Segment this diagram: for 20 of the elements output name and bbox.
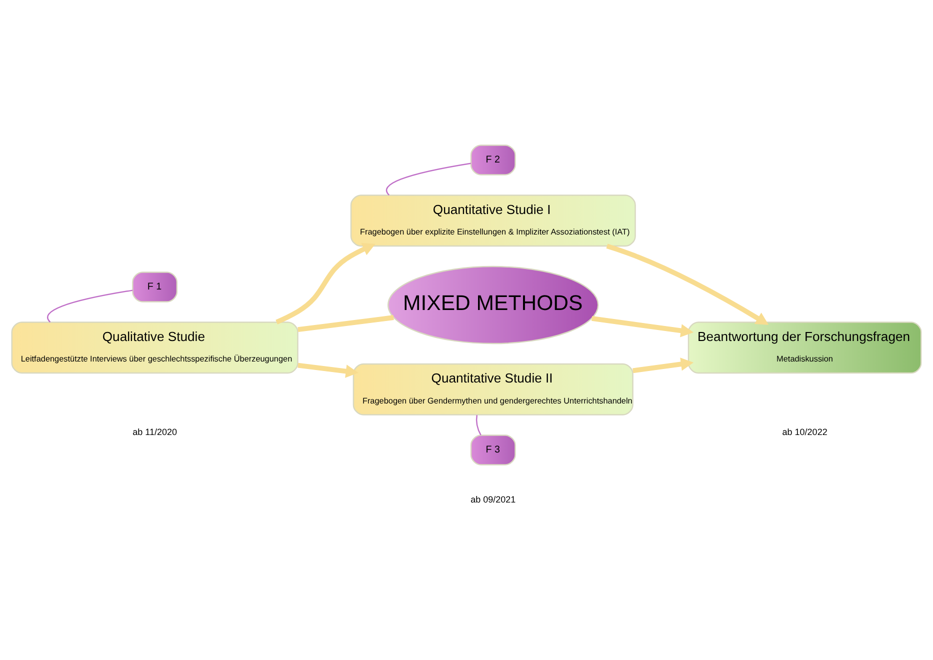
arrow [592,316,694,338]
node-box: F 1 [132,272,178,302]
arrow [632,358,694,374]
node-ellipse: MIXED METHODS [387,266,599,344]
arrow [606,244,769,325]
label: ab 11/2020 [132,427,177,438]
node-box: Beantwortung der Forschungsfragen Metadiskussion [688,322,922,374]
node-box: Qualitative Studie Leitfadengestützte Interviews über geschlechtsspezifische Überzeugungen [11,322,298,374]
connector [476,415,482,436]
label: ab 09/2021 [470,494,516,504]
arrow [276,243,376,324]
label: ab 10/2022 [782,427,828,438]
node-box: F 3 [470,434,516,466]
node-box: Quantitative Studie II Fragebogen über Gendermythen und gendergerechtes Unterrichtshandeln [352,363,634,416]
connector [386,162,471,196]
arrow [298,362,358,378]
node-box: Quantitative Studie I Fragebogen über explizite Einstellungen & Impliziter Assoziationstest (IAT) [350,194,636,247]
node-box: F 2 [470,144,516,176]
connector [47,290,133,322]
connector [298,315,394,332]
